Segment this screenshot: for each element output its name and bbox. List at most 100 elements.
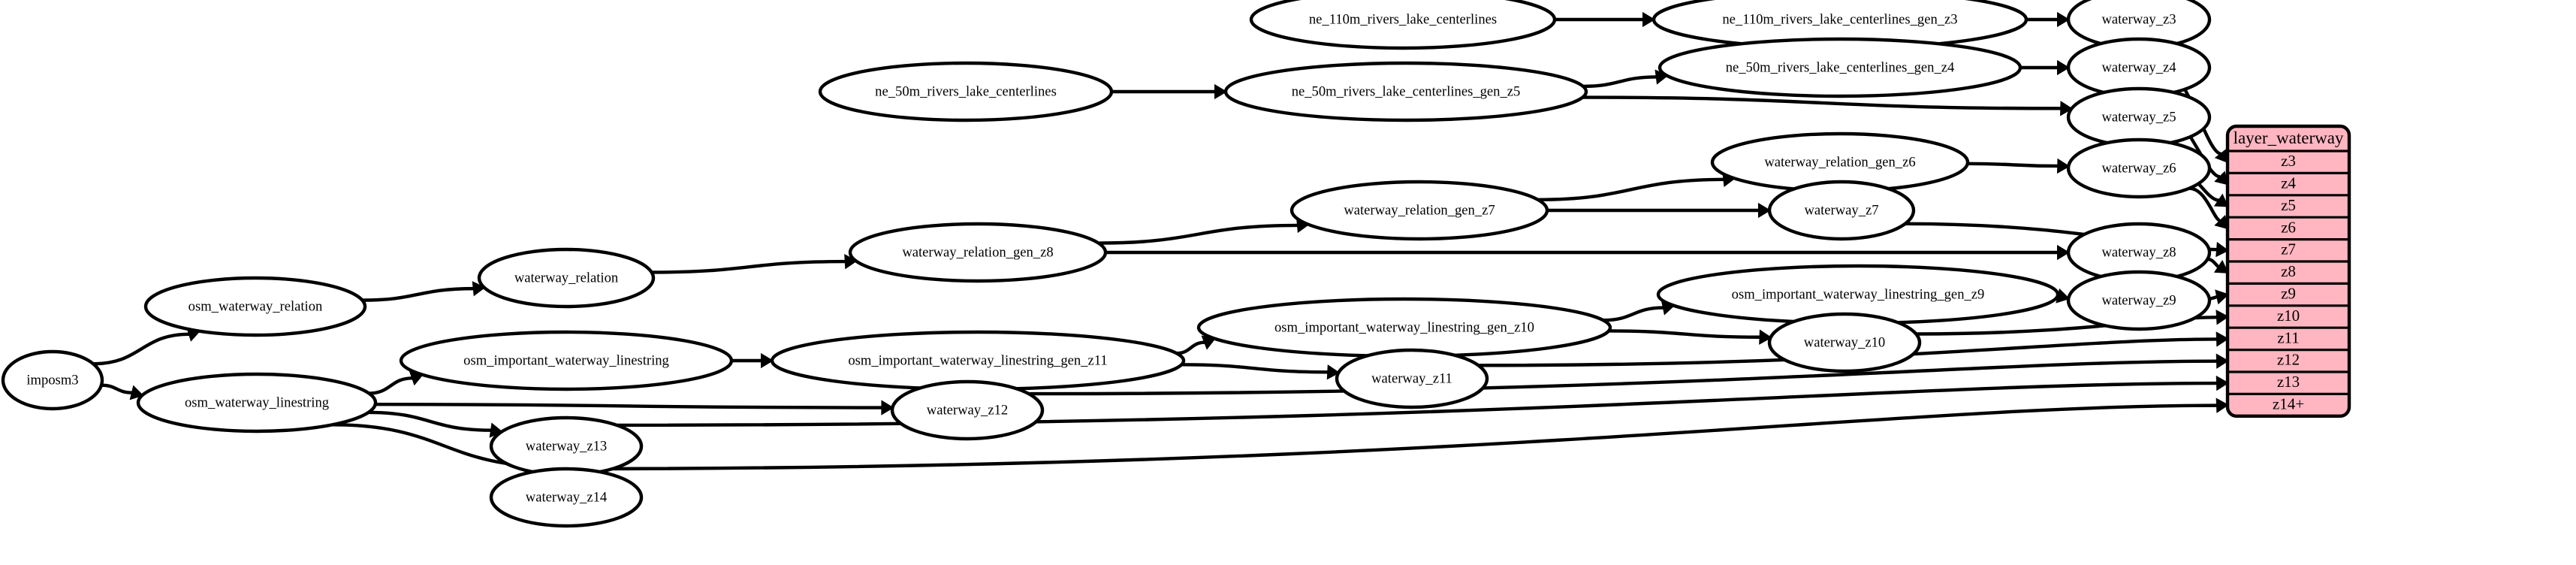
edge-waterway_z14-to-layer_waterway_z14+: [566, 403, 2218, 471]
node-shape: [2066, 270, 2212, 331]
arrowhead-icon: [1326, 364, 1341, 380]
layer-waterway-table-box: [2225, 124, 2351, 418]
arrowhead-icon: [2216, 331, 2229, 347]
arrowhead-icon: [2214, 171, 2229, 186]
node-shape: [1223, 61, 1588, 122]
node-label: waterway_z6: [2101, 160, 2176, 176]
arrowhead-icon: [1214, 83, 1227, 100]
node-osm_waterway_relation[interactable]: osm_waterway_relation: [143, 276, 367, 337]
node-waterway_z14[interactable]: waterway_z14: [489, 467, 644, 528]
node-label: waterway_relation_gen_z8: [902, 244, 1053, 260]
node-waterway_relation_gen_z8[interactable]: waterway_relation_gen_z8: [848, 222, 1108, 283]
node-waterway_z5[interactable]: waterway_z5: [2066, 86, 2212, 148]
node-osm_important_waterway_linestring[interactable]: osm_important_waterway_linestring: [399, 330, 734, 391]
arrowhead-icon: [2216, 241, 2229, 258]
node-label: waterway_z3: [2101, 11, 2176, 27]
edge-osm_important_waterway_linestring_gen_z11-to-waterway_z11: [1181, 363, 1329, 374]
node-ne_50m_rivers_lake_centerlines_gen_z4[interactable]: ne_50m_rivers_lake_centerlines_gen_z4: [1658, 37, 2022, 98]
node-label: waterway_z14: [526, 489, 607, 505]
node-waterway_z13[interactable]: waterway_z13: [489, 415, 644, 477]
layer-waterway-table: layer_waterway z3 z4 z5 z6 z7 z8 z9 z10 z11 z12 z13…: [2225, 124, 2351, 418]
node-ne_50m_rivers_lake_centerlines[interactable]: ne_50m_rivers_lake_centerlines: [818, 61, 1114, 122]
node-waterway_z12[interactable]: waterway_z12: [890, 379, 1045, 441]
node-shape: [1290, 180, 1549, 241]
node-waterway_relation[interactable]: waterway_relation: [477, 247, 656, 309]
table-row-z14+[interactable]: z14+: [2273, 395, 2304, 413]
node-shape: [489, 467, 644, 528]
layer-waterway-table-header: layer_waterway: [2234, 128, 2344, 147]
node-label: osm_important_waterway_linestring_gen_z1…: [848, 352, 1107, 368]
node-waterway_z10[interactable]: waterway_z10: [1767, 312, 1922, 373]
table-row-z10[interactable]: z10: [2277, 307, 2300, 325]
arrowhead-icon: [1759, 329, 1772, 345]
table-row-z5[interactable]: z5: [2281, 196, 2296, 214]
node-waterway_z7[interactable]: waterway_z7: [1767, 180, 1916, 241]
node-label: imposm3: [26, 372, 78, 388]
node-label: osm_important_waterway_linestring_gen_z1…: [1274, 319, 1534, 335]
table-row-z7[interactable]: z7: [2281, 240, 2296, 258]
node-label: waterway_z11: [1371, 370, 1452, 386]
node-osm_important_waterway_linestring_gen_z9[interactable]: osm_important_waterway_linestring_gen_z9: [1656, 264, 2060, 325]
arrowhead-icon: [2216, 375, 2229, 391]
node-waterway_z3[interactable]: waterway_z3: [2066, 0, 2212, 50]
node-ne_110m_rivers_lake_centerlines[interactable]: ne_110m_rivers_lake_centerlines: [1249, 0, 1557, 50]
table-row-z13[interactable]: z13: [2277, 373, 2300, 391]
node-shape: [848, 222, 1108, 283]
edge-osm_waterway_linestring-to-waterway_z12: [375, 403, 882, 409]
table-row-z3[interactable]: z3: [2281, 152, 2296, 170]
node-shape: [890, 379, 1045, 441]
node-waterway_relation_gen_z7[interactable]: waterway_relation_gen_z7: [1290, 180, 1549, 241]
edge-ne_50m_rivers_lake_centerlines_gen_z5-to-waterway_z5: [1582, 95, 2062, 110]
node-label: ne_110m_rivers_lake_centerlines_gen_z3: [1722, 11, 1957, 27]
node-label: osm_waterway_linestring: [185, 394, 329, 410]
node-waterway_z8[interactable]: waterway_z8: [2066, 222, 2212, 283]
node-shape: [2066, 137, 2212, 199]
node-label: waterway_z4: [2101, 59, 2176, 75]
arrowhead-icon: [2213, 193, 2229, 207]
table-row-z8[interactable]: z8: [2281, 262, 2296, 280]
edge-waterway_relation_gen_z7-to-waterway_relation_gen_z6: [1537, 177, 1724, 201]
node-label: waterway_z13: [526, 438, 607, 454]
node-label: osm_waterway_relation: [189, 298, 323, 314]
node-imposm3[interactable]: imposm3: [1, 349, 104, 411]
table-row-z12[interactable]: z12: [2277, 351, 2300, 369]
table-row-z4[interactable]: z4: [2281, 174, 2296, 192]
node-label: waterway_z9: [2101, 292, 2176, 308]
arrowhead-icon: [2215, 289, 2229, 305]
edge-waterway_z12-to-layer_waterway_z12: [1028, 359, 2218, 396]
arrowhead-icon: [761, 352, 774, 369]
edge-waterway_relation-to-waterway_relation_gen_z8: [651, 259, 846, 274]
node-waterway_z6[interactable]: waterway_z6: [2066, 137, 2212, 199]
edge-waterway_relation_gen_z8-to-waterway_relation_gen_z7: [1098, 223, 1298, 245]
node-osm_waterway_linestring[interactable]: osm_waterway_linestring: [136, 372, 378, 434]
arrowhead-icon: [2057, 244, 2070, 261]
node-label: waterway_z12: [927, 402, 1008, 418]
node-label: waterway_z8: [2101, 244, 2176, 260]
node-shape: [477, 247, 656, 309]
node-osm_important_waterway_linestring_gen_z10[interactable]: osm_important_waterway_linestring_gen_z1…: [1196, 297, 1612, 358]
node-label: waterway_relation_gen_z7: [1344, 202, 1495, 218]
node-label: waterway_relation: [514, 270, 619, 286]
arrowhead-icon: [881, 400, 894, 415]
node-label: ne_110m_rivers_lake_centerlines: [1309, 11, 1497, 27]
node-osm_important_waterway_linestring_gen_z11[interactable]: osm_important_waterway_linestring_gen_z1…: [770, 330, 1186, 391]
node-waterway_z9[interactable]: waterway_z9: [2066, 270, 2212, 331]
node-shape: [1249, 0, 1557, 50]
node-ne_50m_rivers_lake_centerlines_gen_z5[interactable]: ne_50m_rivers_lake_centerlines_gen_z5: [1223, 61, 1588, 122]
table-row-z9[interactable]: z9: [2281, 285, 2296, 303]
node-shape: [1767, 180, 1916, 241]
arrowhead-icon: [2213, 259, 2229, 273]
table-row-z6[interactable]: z6: [2281, 218, 2296, 236]
edge-waterway_z6-to-layer_waterway_z6: [2188, 186, 2222, 222]
edge-waterway_z11-to-layer_waterway_z11: [1478, 337, 2218, 367]
edge-osm_waterway_linestring-to-osm_important_waterway_linestring: [369, 376, 413, 395]
edge-osm_waterway_relation-to-waterway_relation: [362, 286, 474, 302]
arrowhead-icon: [1642, 11, 1655, 28]
arrowhead-icon: [2216, 310, 2229, 325]
node-waterway_z11[interactable]: waterway_z11: [1335, 348, 1489, 409]
node-shape: [1658, 37, 2022, 98]
node-shape: [399, 330, 734, 391]
table-row-z11[interactable]: z11: [2277, 328, 2300, 346]
